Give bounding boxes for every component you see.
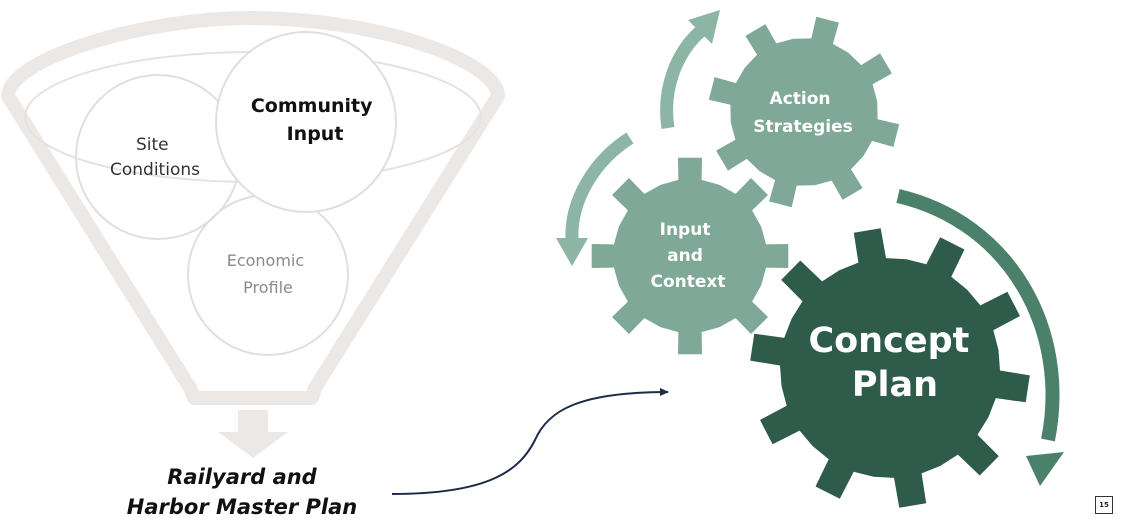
economic-profile-label: Economic Profile	[227, 251, 310, 297]
input-line-3: Context	[650, 272, 725, 292]
concept-plan-label: Concept Plan	[808, 321, 981, 405]
cycle-arrow-left	[565, 132, 634, 241]
page-number: 15	[1095, 496, 1113, 514]
gear-input-context	[591, 157, 789, 355]
gear-action-strategies	[708, 16, 900, 208]
concept-line-1: Concept	[808, 321, 969, 361]
gears	[591, 16, 1030, 508]
connector-curve	[391, 388, 669, 495]
action-strategies-label: Action Strategies	[753, 89, 853, 137]
master-plan-line-2: Harbor Master Plan	[126, 495, 358, 519]
master-plan-label: Railyard and Harbor Master Plan	[112, 462, 372, 522]
input-line-2: and	[667, 246, 703, 266]
concept-line-2: Plan	[852, 365, 938, 405]
venn-circles	[75, 31, 397, 356]
site-line-1: Site	[136, 135, 169, 155]
action-line-1: Action	[770, 89, 831, 109]
cycle-arrow-right-head	[1026, 452, 1064, 486]
community-line-1: Community	[251, 95, 373, 117]
economic-profile-circle	[187, 194, 349, 356]
cycle-arrow-left-head	[556, 238, 588, 266]
gear-concept-plan	[750, 228, 1030, 508]
site-line-2: Conditions	[110, 160, 200, 180]
economic-line-2: Profile	[243, 278, 293, 297]
cycle-arrows	[556, 10, 1064, 486]
community-input-label: Community Input	[251, 95, 379, 145]
cycle-arrow-top-head	[688, 10, 720, 44]
community-line-2: Input	[287, 123, 344, 145]
down-arrow	[218, 410, 288, 458]
input-line-1: Input	[660, 220, 711, 240]
cycle-arrow-right	[896, 189, 1060, 442]
input-context-label: Input and Context	[650, 220, 725, 292]
economic-line-1: Economic	[227, 251, 304, 270]
funnel-body	[1, 11, 505, 405]
cycle-arrow-top	[660, 25, 707, 130]
community-input-circle	[215, 31, 397, 213]
site-conditions-label: Site Conditions	[110, 135, 200, 180]
master-plan-line-1: Railyard and	[167, 465, 317, 489]
action-line-2: Strategies	[753, 117, 853, 137]
